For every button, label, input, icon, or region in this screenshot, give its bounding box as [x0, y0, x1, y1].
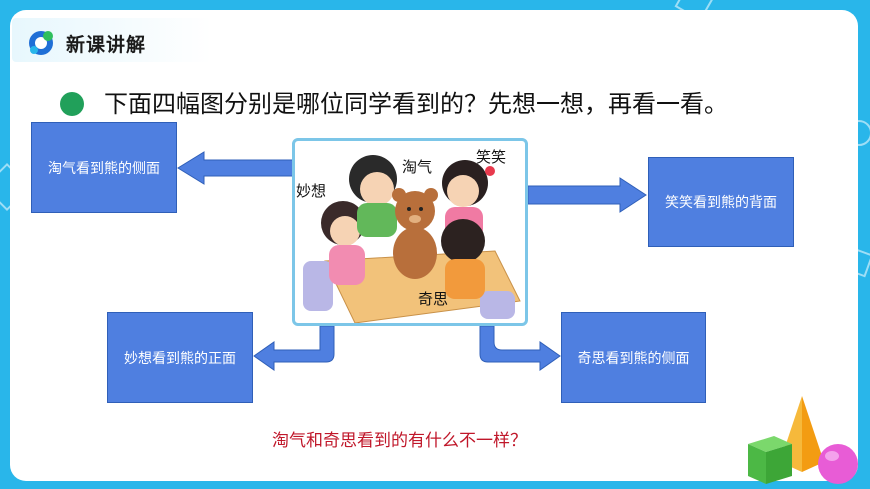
arrow-right-bottom — [479, 325, 561, 371]
illustration-drawing — [303, 155, 521, 323]
geometric-shapes-decor — [748, 396, 858, 484]
arrow-right-top — [527, 177, 647, 213]
kids-bear-illustration — [292, 138, 528, 326]
question-text: 下面四幅图分别是哪位同学看到的？先想一想，再看一看。 — [104, 90, 728, 118]
label-miaoxiang: 妙想 — [296, 182, 327, 200]
bottom-question: 淘气和奇思看到的有什么不一样？ — [272, 431, 527, 451]
label-taoqi: 淘气 — [402, 158, 433, 176]
label-xiaoxiao: 笑笑 — [476, 148, 507, 166]
bullet-dot — [60, 92, 84, 116]
arrow-left-bottom — [253, 325, 335, 371]
box-xiaoxiao-view: 笑笑看到熊的背面 — [648, 157, 794, 247]
logo-icon — [29, 31, 53, 55]
section-title: 新课讲解 — [66, 34, 147, 56]
box-miaoxiang-view: 妙想看到熊的正面 — [107, 312, 253, 403]
box-taoqi-view: 淘气看到熊的侧面 — [31, 122, 177, 213]
arrow-left-top — [177, 151, 294, 185]
label-qisi: 奇思 — [418, 290, 449, 308]
box-qisi-view: 奇思看到熊的侧面 — [561, 312, 706, 403]
